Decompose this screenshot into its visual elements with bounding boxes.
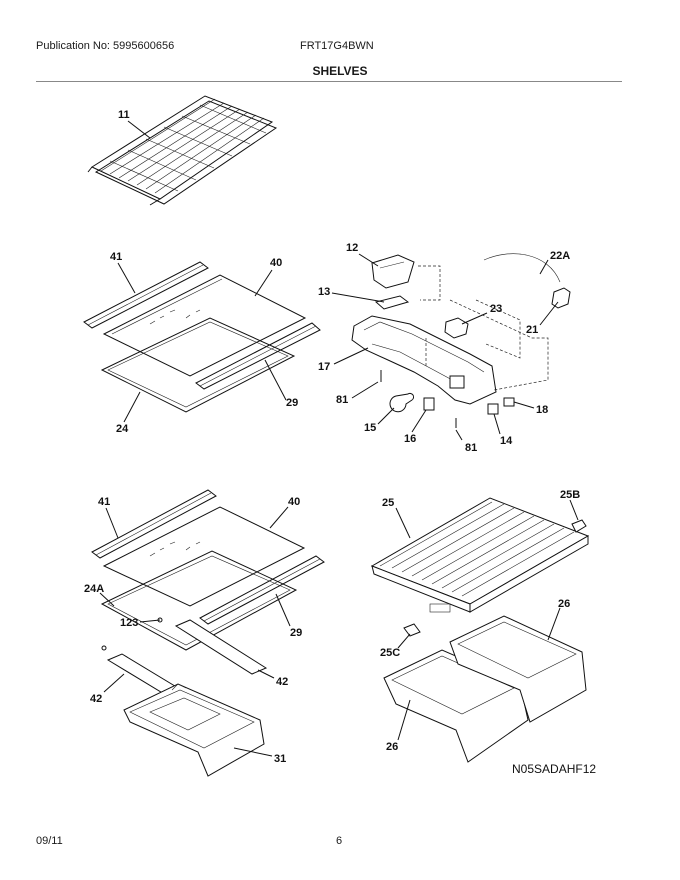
callout-29b: 29 — [290, 627, 302, 639]
diagram-code: N05SADAHF12 — [512, 762, 596, 776]
footer-date: 09/11 — [36, 835, 63, 847]
callout-13: 13 — [318, 286, 330, 298]
leader-26a — [547, 607, 561, 641]
crisper-drawer-drawing — [370, 497, 590, 763]
leader-40a — [254, 269, 273, 297]
leader-42a — [257, 669, 275, 679]
callout-18: 18 — [536, 404, 548, 416]
callout-81b: 81 — [465, 442, 477, 454]
callout-25C: 25C — [380, 647, 400, 659]
callout-17: 17 — [318, 361, 330, 373]
callout-40a: 40 — [270, 257, 282, 269]
callout-41b: 41 — [98, 496, 110, 508]
wire-shelf-drawing — [87, 95, 278, 206]
callout-40b: 40 — [288, 496, 300, 508]
leader-17 — [333, 347, 369, 365]
callout-25B: 25B — [560, 489, 580, 501]
page-title: SHELVES — [312, 64, 368, 78]
leader-41b — [105, 507, 119, 539]
callout-24: 24 — [116, 423, 129, 435]
leader-42b — [103, 673, 125, 693]
leader-25B — [569, 499, 579, 521]
leader-26b — [397, 699, 411, 741]
leader-24 — [123, 391, 141, 423]
callout-12: 12 — [346, 242, 358, 254]
leader-81a — [351, 381, 379, 399]
callout-24A: 24A — [84, 583, 104, 595]
model-number: FRT17G4BWN — [300, 40, 374, 52]
leader-40b — [269, 506, 289, 529]
callout-15: 15 — [364, 422, 376, 434]
callout-29a: 29 — [286, 397, 298, 409]
leader-24A — [99, 592, 115, 607]
control-housing-drawing — [351, 253, 571, 428]
leader-31 — [233, 747, 273, 757]
callout-42a: 42 — [276, 676, 288, 688]
page-number: 6 — [336, 835, 343, 847]
leader-41a — [117, 262, 136, 294]
leader-22A — [539, 259, 549, 275]
callout-23: 23 — [490, 303, 502, 315]
glass-shelf-upper-drawing — [83, 261, 321, 413]
leader-18 — [513, 401, 535, 409]
callout-26b: 26 — [386, 741, 398, 753]
callout-42b: 42 — [90, 693, 102, 705]
callout-81a: 81 — [336, 394, 348, 406]
callout-16: 16 — [404, 433, 416, 445]
header-divider — [36, 81, 622, 82]
leader-23 — [461, 312, 488, 325]
leader-12 — [358, 253, 379, 267]
callout-22A: 22A — [550, 250, 570, 262]
leader-25 — [395, 507, 411, 539]
leader-29b — [275, 593, 291, 627]
leader-14 — [493, 413, 501, 435]
leader-123 — [139, 619, 161, 623]
callout-25: 25 — [382, 497, 394, 509]
leader-21 — [539, 301, 559, 326]
publication-number: Publication No: 5995600656 — [36, 40, 175, 52]
callout-26a: 26 — [558, 598, 570, 610]
glass-shelf-lower-drawing — [91, 489, 325, 777]
leader-25C — [397, 633, 411, 649]
callout-14: 14 — [500, 435, 513, 447]
callout-31: 31 — [274, 753, 286, 765]
callout-21: 21 — [526, 324, 538, 336]
callout-11: 11 — [118, 109, 130, 121]
leader-81b — [455, 429, 463, 441]
leader-15 — [377, 407, 395, 425]
leader-16 — [411, 409, 427, 433]
leader-11 — [127, 120, 151, 139]
callout-123: 123 — [120, 617, 138, 629]
leader-13 — [331, 292, 385, 303]
leader-29a — [264, 359, 287, 401]
callout-41a: 41 — [110, 251, 122, 263]
